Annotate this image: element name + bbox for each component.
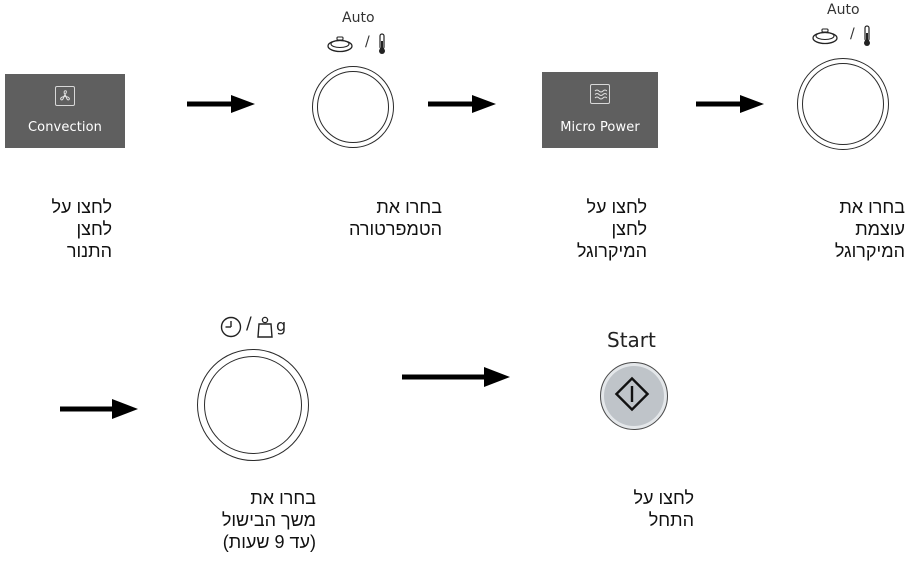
arrow-3 [696,95,764,113]
wave-icon [590,84,610,104]
convection-button[interactable]: Convection [5,74,125,148]
caption-step3: לחצו על לחצן המיקרוגל [576,197,647,261]
time-weight-icons [219,313,311,341]
start-button[interactable] [600,362,668,430]
fan-icon [55,86,75,106]
time-weight-dial[interactable] [197,349,309,461]
arrow-5 [402,367,510,387]
arrow-2 [428,95,496,113]
diamond-start-icon [615,377,650,412]
arrow-4 [60,399,138,419]
dial-mode-icons-1 [326,32,396,56]
clock-icon [220,316,242,338]
power-dial[interactable] [797,58,889,150]
dial-mode-icons-2 [811,24,881,48]
caption-step5: בחרו את משך הבישול (עד 9 שעות) [221,488,316,552]
thermometer-icon [379,33,385,54]
caption-step1: לחצו על לחצן התנור [51,197,112,261]
temperature-dial[interactable] [312,66,394,148]
arrow-1 [187,95,255,113]
auto-label-1: Auto [342,10,375,26]
mode-separator-1: / [365,34,370,50]
dish-icon [812,28,838,45]
auto-label-2: Auto [827,2,860,18]
start-label: Start [607,328,656,352]
convection-label: Convection [27,120,102,135]
dish-icon [327,36,353,53]
micro-power-button[interactable]: Micro Power [542,72,658,148]
weight-icon [257,316,273,338]
caption-step2: בחרו את הטמפרטורה [348,197,442,239]
time-separator: / [246,314,252,334]
mode-separator-2: / [850,26,855,42]
micro-power-label: Micro Power [560,120,640,135]
weight-unit: g [276,316,287,335]
caption-step4: בחרו את עוצמת המיקרוגל [834,197,905,261]
thermometer-icon [864,25,870,46]
caption-step6: לחצו על התחל [633,488,694,530]
